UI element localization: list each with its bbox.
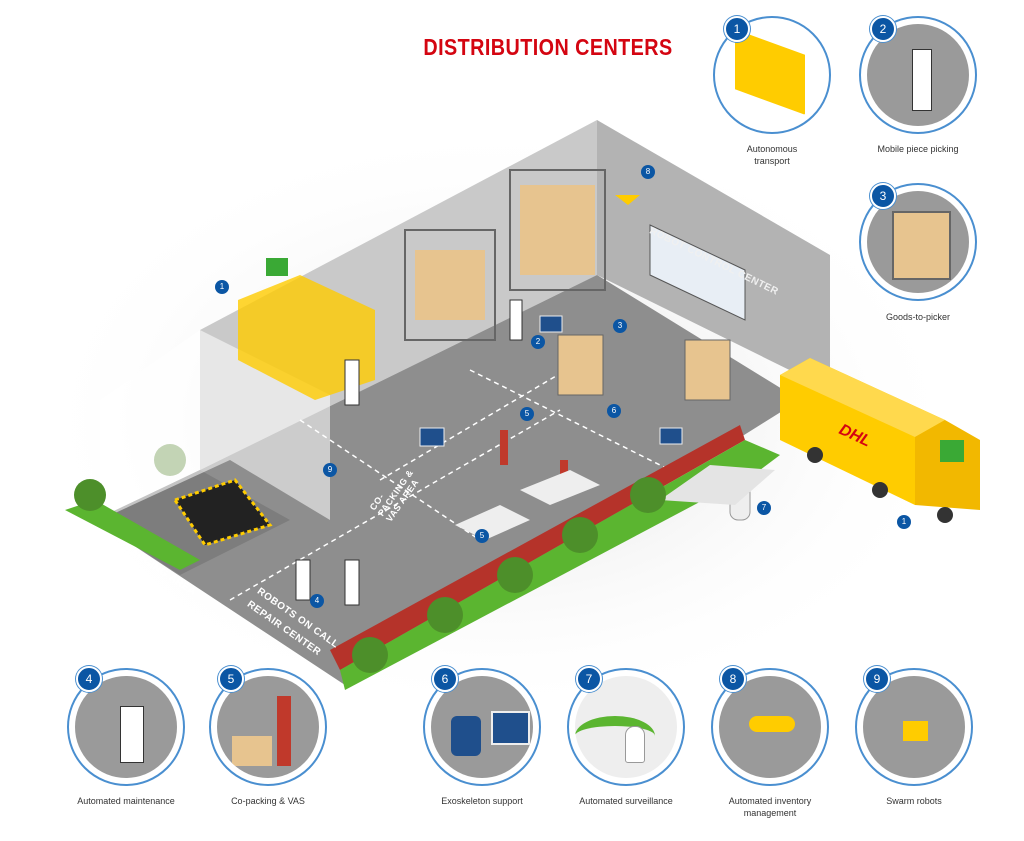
path <box>660 465 775 505</box>
dhl-truck: DHL <box>780 358 980 523</box>
caption-7: Automated surveillance <box>579 796 673 806</box>
marker-1[interactable]: 1 <box>215 280 229 294</box>
marker-5[interactable]: 5 <box>520 407 534 421</box>
marker-7[interactable]: 7 <box>757 501 771 515</box>
badge-3: 3 <box>870 183 896 209</box>
badge-2: 2 <box>870 16 896 42</box>
marker-4[interactable]: 4 <box>310 594 324 608</box>
badge-7: 7 <box>576 666 602 692</box>
caption-4: Automated maintenance <box>77 796 175 806</box>
marker-3[interactable]: 3 <box>613 319 627 333</box>
marker-9[interactable]: 9 <box>323 463 337 477</box>
caption-9: Swarm robots <box>886 796 942 806</box>
caption-5: Co-packing & VAS <box>231 796 305 806</box>
marker-6[interactable]: 6 <box>607 404 621 418</box>
vignette-copacking-vas[interactable] <box>209 668 327 786</box>
shelves <box>404 169 731 401</box>
marker-1b[interactable]: 1 <box>897 515 911 529</box>
page-title: DISTRIBUTION CENTERS <box>423 34 673 60</box>
badge-8: 8 <box>720 666 746 692</box>
caption-1: Autonomous transport <box>746 144 798 166</box>
charging-pad <box>172 478 273 547</box>
docked-truck <box>238 275 375 400</box>
marker-8[interactable]: 8 <box>641 165 655 179</box>
bushes <box>74 444 666 673</box>
badge-5: 5 <box>218 666 244 692</box>
caption-3: Goods-to-picker <box>885 312 951 322</box>
badge-1: 1 <box>724 16 750 42</box>
badge-9: 9 <box>864 666 890 692</box>
badge-4: 4 <box>76 666 102 692</box>
badge-6: 6 <box>432 666 458 692</box>
sign-icon <box>266 258 288 276</box>
marker-2[interactable]: 2 <box>531 335 545 349</box>
grass-left <box>65 500 200 570</box>
caption-6: Exoskeleton support <box>441 796 523 806</box>
caption-8: Automated inventory management <box>728 796 812 818</box>
marker-5b[interactable]: 5 <box>475 529 489 543</box>
control-screens <box>649 224 746 321</box>
floor <box>95 275 800 685</box>
vignette-automated-surveillance[interactable] <box>567 668 685 786</box>
vignette-automated-maintenance[interactable] <box>67 668 185 786</box>
caption-2: Mobile piece picking <box>877 144 959 154</box>
